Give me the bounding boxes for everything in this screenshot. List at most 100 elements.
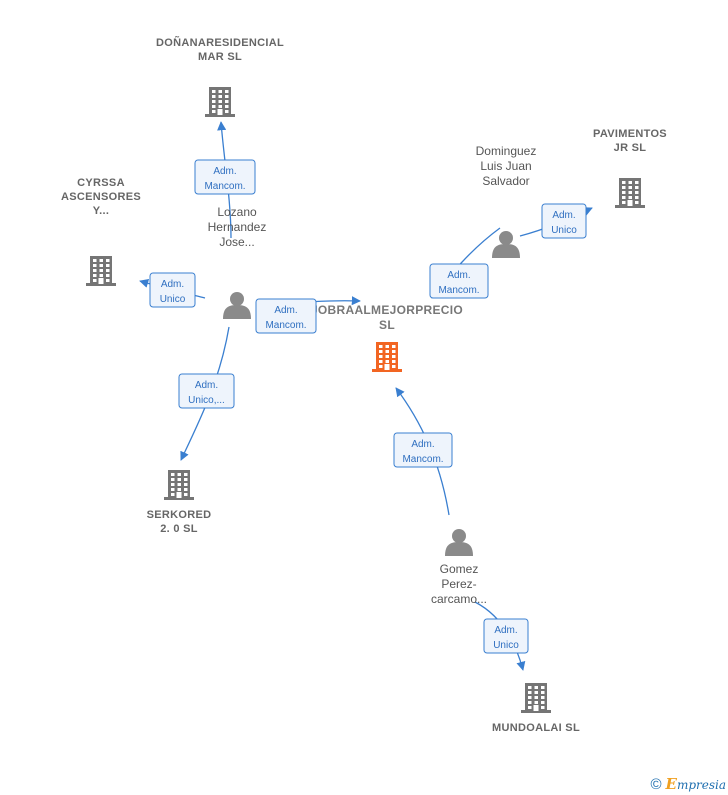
building-window xyxy=(628,186,632,189)
node-label: PAVIMENTOS xyxy=(593,128,667,140)
building-window xyxy=(385,355,389,358)
node-label: Hernandez xyxy=(208,220,267,234)
building-window xyxy=(171,488,175,491)
building-window xyxy=(99,274,103,277)
building-window xyxy=(628,191,632,194)
building-base xyxy=(615,205,645,208)
building-window xyxy=(177,473,181,476)
building-window xyxy=(171,473,175,476)
person-body xyxy=(445,542,473,556)
node-label: JOBRAALMEJORPRECIO xyxy=(311,303,463,317)
person-icon xyxy=(445,529,473,556)
brand-initial: E xyxy=(665,775,677,793)
footer-brand[interactable]: © Empresia xyxy=(650,775,726,793)
node-label: Salvador xyxy=(482,174,529,188)
building-window xyxy=(541,686,545,689)
building-window xyxy=(218,90,222,93)
relation-label-box xyxy=(541,203,587,239)
building-icon xyxy=(521,683,551,713)
relation-label-box xyxy=(178,373,235,409)
relation-label-gomez-mundoalai[interactable]: Adm.Unico xyxy=(483,618,529,654)
building-window xyxy=(534,691,538,694)
building-window xyxy=(385,345,389,348)
building-window xyxy=(379,365,383,368)
building-base xyxy=(164,497,194,500)
building-window xyxy=(106,269,110,272)
building-icon xyxy=(615,178,645,208)
person-node-gomez[interactable]: GomezPerez-carcamo... xyxy=(431,529,487,606)
building-window xyxy=(541,691,545,694)
building-window xyxy=(385,360,389,363)
building-window xyxy=(392,360,396,363)
building-window xyxy=(385,350,389,353)
relation-label-dominguez-main[interactable]: Adm.Mancom. xyxy=(429,263,489,299)
building-window xyxy=(622,196,626,199)
copyright-icon: © xyxy=(650,775,662,793)
building-window xyxy=(106,279,110,282)
building-window xyxy=(392,345,396,348)
building-window xyxy=(99,269,103,272)
relation-label-box xyxy=(194,159,256,195)
building-base xyxy=(205,114,235,117)
building-window xyxy=(534,701,538,704)
relation-label-lozano-main[interactable]: Adm.Mancom. xyxy=(255,298,317,334)
building-window xyxy=(93,269,97,272)
building-window xyxy=(99,264,103,267)
building-window xyxy=(628,181,632,184)
relation-label-box xyxy=(483,618,529,654)
node-label: CYRSSA xyxy=(77,177,125,189)
building-window xyxy=(184,488,188,491)
relation-label-box xyxy=(429,263,489,299)
building-window xyxy=(635,201,639,204)
building-window xyxy=(93,259,97,262)
building-window xyxy=(184,493,188,496)
relation-label-gomez-main[interactable]: Adm.Mancom. xyxy=(393,432,453,468)
building-window xyxy=(218,105,222,108)
building-base xyxy=(372,369,402,372)
building-window xyxy=(635,181,639,184)
building-window xyxy=(622,181,626,184)
node-label: Luis Juan xyxy=(480,159,531,173)
building-window xyxy=(379,345,383,348)
building-door xyxy=(176,492,182,498)
company-node-cyrssa[interactable]: CYRSSAASCENSORESY... xyxy=(61,177,141,286)
building-window xyxy=(379,355,383,358)
relation-label-text: Adm. xyxy=(552,210,575,221)
building-window xyxy=(635,186,639,189)
node-label: MUNDOALAI SL xyxy=(492,722,580,734)
building-window xyxy=(392,365,396,368)
building-window xyxy=(212,95,216,98)
building-window xyxy=(106,264,110,267)
node-label: Dominguez xyxy=(476,144,537,158)
building-window xyxy=(225,95,229,98)
building-window xyxy=(171,493,175,496)
relation-label-text: Mancom. xyxy=(438,285,479,296)
relation-label-dominguez-pavimentos[interactable]: Adm.Unico xyxy=(541,203,587,239)
relation-label-lozano-donana[interactable]: Adm.Mancom. xyxy=(194,159,256,195)
building-window xyxy=(628,196,632,199)
building-window xyxy=(534,686,538,689)
person-node-lozano[interactable]: LozanoHernandezJose... xyxy=(208,205,267,319)
building-icon xyxy=(205,87,235,117)
node-label: Jose... xyxy=(219,235,254,249)
relation-label-lozano-serkored[interactable]: Adm. Unico,... xyxy=(178,373,235,409)
building-door xyxy=(533,705,539,711)
building-window xyxy=(528,696,532,699)
building-window xyxy=(184,478,188,481)
building-icon xyxy=(164,470,194,500)
relation-label-text: Unico,... xyxy=(188,395,225,406)
building-window xyxy=(622,191,626,194)
building-window xyxy=(212,105,216,108)
building-window xyxy=(212,100,216,103)
person-body xyxy=(492,244,520,258)
building-window xyxy=(106,259,110,262)
relation-label-lozano-cyrssa[interactable]: Adm.Unico xyxy=(149,272,196,308)
company-node-mundoalai[interactable]: MUNDOALAI SL xyxy=(492,683,580,734)
relation-label-text: Adm. xyxy=(195,380,218,391)
